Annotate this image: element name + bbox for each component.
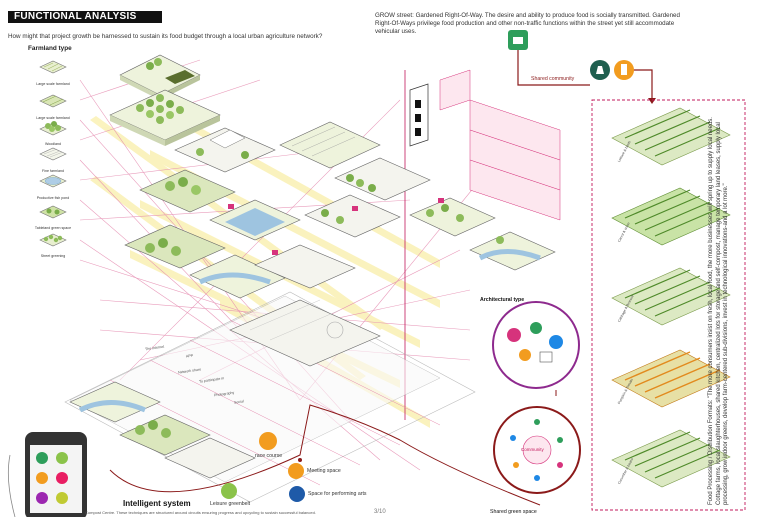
farmland-item: Large scale farmland	[28, 92, 78, 120]
fine-farmland-icon	[39, 147, 67, 161]
grow-street-description: GROW street: Gardened Right-Of-Way. The …	[375, 12, 680, 35]
farmland-item: Woodland	[28, 118, 78, 146]
community-center-label: Community	[521, 447, 544, 452]
park-tile	[124, 224, 226, 269]
question-text: How might that project growth be harness…	[8, 33, 323, 40]
bottom-left-tiles	[69, 381, 256, 479]
architectural-type-circle	[492, 301, 580, 389]
shared-community-label: Shared community	[531, 76, 575, 82]
farmland-item: Fine farmland	[28, 145, 78, 173]
field-tile	[279, 121, 381, 169]
woodland-icon	[39, 121, 67, 136]
woodland-tile	[139, 169, 236, 213]
housing-tile	[174, 127, 276, 173]
race-course-label: race course	[255, 453, 283, 459]
page-title: FUNCTIONAL ANALYSIS	[8, 11, 162, 23]
pond-tile	[209, 199, 301, 241]
farmland-item: Productive fish pond	[28, 172, 78, 200]
smartphone-illustration	[7, 432, 87, 517]
center-plan-tile	[229, 299, 381, 367]
orchard-tile	[109, 89, 221, 146]
plaza-tile	[254, 244, 356, 289]
river-tile	[189, 254, 286, 299]
bottom-legend-icons	[221, 432, 305, 502]
architectural-type-label: Architectural type	[480, 297, 525, 303]
greenhouse-tile	[334, 157, 431, 201]
leisure-greenbelt-icon	[221, 483, 237, 499]
fish-pond-icon	[39, 174, 67, 188]
right-upper-tile	[409, 197, 496, 237]
shared-green-space-label: Shared green space	[490, 509, 537, 515]
farmland-type-title: Farmland type	[28, 45, 72, 52]
leisure-greenbelt-label: Leisure greenbelt	[210, 501, 251, 507]
community-tile	[304, 194, 401, 238]
top-farmland-tile	[119, 54, 201, 100]
farmland-item: Tableland green space	[28, 202, 78, 230]
right-lower-tile	[469, 231, 556, 271]
compost-caption: Compost Centre. These techniques are str…	[85, 510, 316, 515]
meeting-space-icon	[288, 463, 304, 479]
farmland-item: Large scale farmland	[28, 58, 78, 86]
vegetable-beds	[611, 107, 731, 488]
tableland-icon	[39, 205, 67, 219]
race-course-icon	[259, 432, 277, 450]
large-farmland-icon	[39, 60, 67, 74]
app-screen-panels	[409, 69, 561, 221]
page-number: 3/10	[374, 509, 386, 515]
intelligent-system-label: Intelligent system	[123, 499, 191, 508]
shared-green-space-circle	[493, 406, 581, 494]
meeting-space-label: Meeting space	[307, 468, 341, 474]
large-farmland-icon	[39, 94, 67, 108]
shared-community-icons	[508, 30, 634, 80]
street-greening-icon	[39, 233, 67, 247]
farmland-item: Street greening	[28, 230, 78, 258]
food-processing-caption: Food Processing / Distribution Formats: …	[708, 117, 730, 505]
performing-arts-icon	[289, 486, 305, 502]
performing-arts-label: Space for performing arts	[308, 491, 367, 497]
